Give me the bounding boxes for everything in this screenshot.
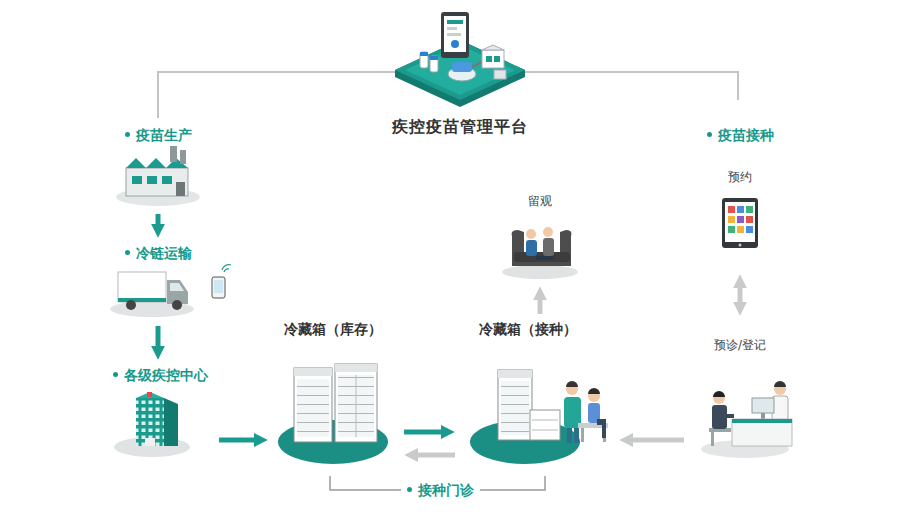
stage-label: 冷藏箱（接种） bbox=[479, 320, 577, 338]
cold-chain-stage: 冷链运输 bbox=[113, 244, 203, 320]
bullet-dot bbox=[125, 250, 130, 255]
observation-sofa bbox=[502, 227, 578, 279]
bracket-label: 接种门诊 bbox=[401, 481, 480, 499]
vaccination-fridge-stage: 冷藏箱（接种） bbox=[463, 320, 593, 468]
free-label: 接种门诊 bbox=[418, 481, 474, 499]
cdc-center-stage: 各级疾控中心 bbox=[105, 366, 215, 460]
flow-arrow bbox=[738, 284, 743, 306]
vaccination-scene bbox=[498, 370, 608, 443]
bullet-dot bbox=[113, 372, 118, 377]
appointment-stage: 预约 bbox=[705, 168, 775, 254]
section-heading: 疫苗接种 bbox=[707, 126, 774, 144]
flow-arrow bbox=[538, 296, 543, 314]
stage-label: 留观 bbox=[528, 192, 552, 210]
flow-arrow bbox=[404, 430, 445, 435]
storage-fridges bbox=[294, 364, 377, 442]
flow-arrow bbox=[414, 453, 455, 458]
registration-desk bbox=[701, 381, 792, 458]
bullet-dot bbox=[407, 487, 412, 492]
tablet-icon bbox=[722, 198, 758, 248]
factory-icon bbox=[116, 146, 200, 206]
stage-label: 冷藏箱（库存） bbox=[284, 320, 382, 338]
phone-icon bbox=[212, 265, 231, 298]
truck-icon bbox=[110, 272, 194, 317]
flow-arrow bbox=[629, 438, 684, 443]
flow-arrow bbox=[219, 438, 258, 443]
stage-label: 预诊/登记 bbox=[714, 336, 766, 354]
stage-label: 预约 bbox=[728, 168, 752, 186]
stage-label: 冷链运输 bbox=[136, 244, 192, 262]
cdc-building-icon bbox=[114, 392, 190, 457]
stage-label: 疫苗生产 bbox=[136, 126, 192, 144]
free-label: 疫苗接种 bbox=[718, 126, 774, 144]
flow-arrow bbox=[156, 326, 161, 350]
diagram-title: 疾控疫苗管理平台 bbox=[392, 118, 528, 136]
bullet-dot bbox=[707, 132, 712, 137]
production-stage: 疫苗生产 bbox=[113, 126, 203, 208]
bullet-dot bbox=[125, 132, 130, 137]
registration-stage: 预诊/登记 bbox=[690, 336, 790, 460]
platform-icon bbox=[395, 12, 525, 107]
flow-arrow bbox=[156, 214, 161, 228]
observation-stage: 留观 bbox=[500, 192, 580, 280]
storage-fridge-stage: 冷藏箱（库存） bbox=[276, 320, 390, 468]
title-box: 疾控疫苗管理平台 bbox=[392, 118, 528, 136]
stage-label: 各级疾控中心 bbox=[124, 366, 208, 384]
